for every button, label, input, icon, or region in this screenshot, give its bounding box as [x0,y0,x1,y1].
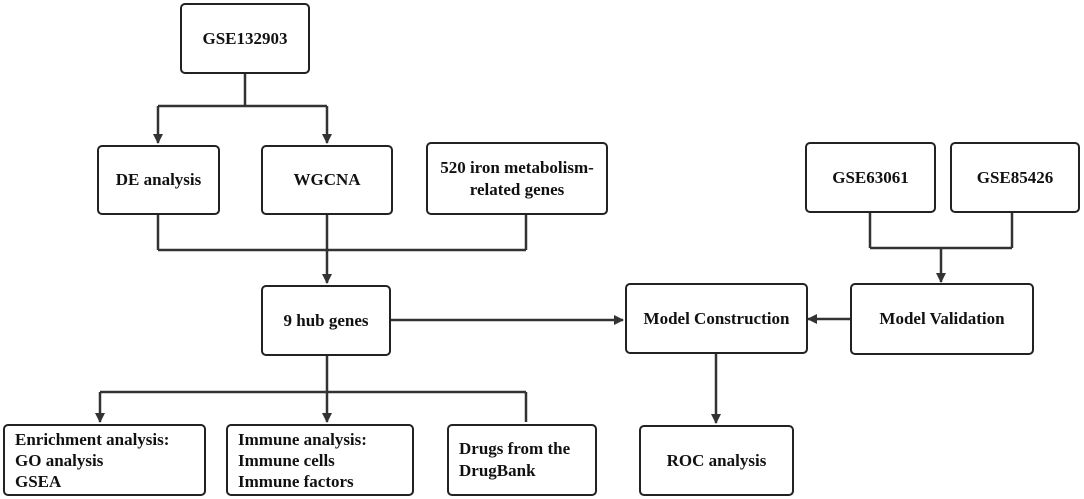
node-de-analysis: DE analysis [97,145,220,215]
node-model-validation: Model Validation [850,283,1034,355]
node-hub-genes-label: 9 hub genes [283,310,369,330]
node-model-construction: Model Construction [625,283,808,354]
node-hub-genes: 9 hub genes [261,285,391,356]
node-gse132903-label: GSE132903 [202,28,288,48]
node-immune-analysis-line2: Immune cells [238,450,335,470]
node-model-construction-label: Model Construction [643,308,790,328]
node-immune-analysis: Immune analysis: Immune cells Immune fac… [226,424,414,496]
node-drugs-drugbank-line2: DrugBank [459,461,536,480]
node-model-validation-label: Model Validation [879,309,1005,328]
node-enrichment-analysis-line1: Enrichment analysis: [15,429,170,449]
node-wgcna: WGCNA [261,145,393,215]
node-drugs-drugbank-line1: Drugs from the [459,439,571,458]
node-wgcna-label: WGCNA [293,170,361,189]
node-gse132903: GSE132903 [180,3,310,74]
node-de-analysis-label: DE analysis [115,170,202,189]
node-gse63061: GSE63061 [805,142,936,213]
node-roc-analysis: ROC analysis [639,425,794,496]
node-iron-metabolism-genes: 520 iron metabolism- related genes [426,142,608,215]
node-gse63061-label: GSE63061 [832,167,909,187]
node-enrichment-analysis: Enrichment analysis: GO analysis GSEA [3,424,206,496]
node-iron-metabolism-genes-line2: related genes [469,179,565,199]
node-immune-analysis-line3: Immune factors [238,471,354,491]
node-enrichment-analysis-line3: GSEA [15,471,62,491]
node-gse85426: GSE85426 [950,142,1080,213]
node-drugs-drugbank: Drugs from the DrugBank [447,424,597,496]
node-roc-analysis-label: ROC analysis [666,450,767,470]
node-gse85426-label: GSE85426 [976,167,1054,187]
node-immune-analysis-line1: Immune analysis: [238,429,367,449]
node-enrichment-analysis-line2: GO analysis [15,450,104,470]
node-iron-metabolism-genes-line1: 520 iron metabolism- [440,157,594,177]
